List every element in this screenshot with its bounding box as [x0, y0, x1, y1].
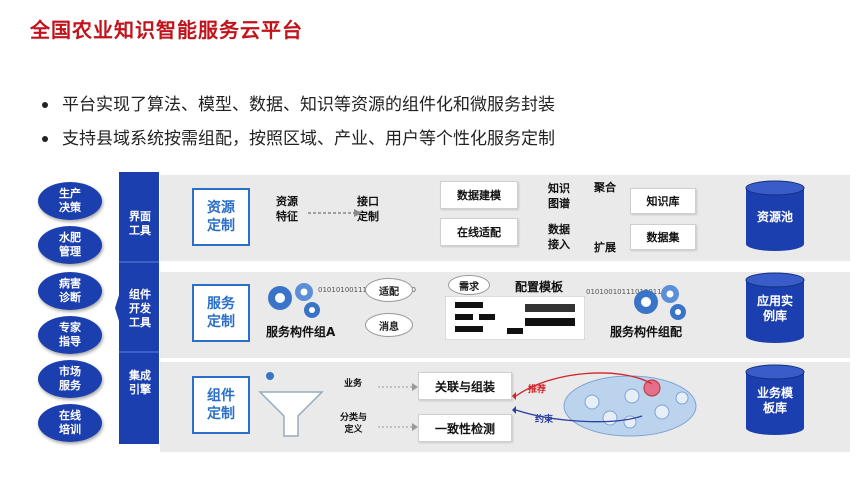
resource-feature-label: 资源 特征 — [276, 195, 298, 223]
page-title: 全国农业知识智能服务云平台 — [30, 18, 303, 42]
service-ellipse-expert[interactable]: 专家 指导 — [38, 316, 102, 354]
data-access-label: 数据 接入 — [548, 223, 570, 251]
tool-label-component-dev: 组件 开发 工具 — [129, 288, 151, 329]
knowledge-base-box: 知识库 — [630, 188, 696, 214]
gears-icon — [634, 285, 686, 320]
adapt-pill: 适配 — [365, 278, 413, 302]
bullet-dot-icon — [42, 136, 48, 142]
cylinder-app-instance — [745, 272, 805, 343]
arrow-icon — [308, 209, 362, 217]
service-ellipse-disease[interactable]: 病害 诊断 — [38, 272, 102, 310]
resource-pool-label: 资源池 — [756, 210, 793, 224]
data-modeling-box: 数据建模 — [440, 181, 518, 209]
flow-arrows — [378, 383, 418, 431]
category-component-custom: 组件 定制 — [192, 376, 250, 434]
aggregate-label: 聚合 — [594, 181, 616, 194]
recommend-label: 推荐 — [528, 385, 547, 395]
category-service-custom: 服务 定制 — [192, 284, 250, 342]
knowledge-cloud-diagram — [512, 372, 697, 437]
constraint-label: 约束 — [535, 415, 554, 425]
dataset-box: 数据集 — [630, 224, 696, 250]
cylinder-business-template — [745, 364, 805, 435]
service-ellipse-water-fertilizer[interactable]: 水肥 管理 — [38, 226, 102, 264]
service-ellipse-market[interactable]: 市场 服务 — [38, 360, 102, 398]
bullet-item-1: 平台实现了算法、模型、数据、知识等资源的组件化和微服务封装 — [42, 90, 555, 115]
consistency-check-box: 一致性检测 — [418, 414, 512, 442]
binary-stream-b: 010100101110100110 — [586, 288, 667, 296]
demand-pill: 需求 — [448, 275, 490, 295]
bullet-text: 平台实现了算法、模型、数据、知识等资源的组件化和微服务封装 — [62, 95, 555, 115]
tool-column-shape — [115, 172, 159, 444]
knowledge-graph-label: 知识 图谱 — [548, 182, 570, 210]
expand-label: 扩展 — [594, 241, 616, 254]
component-assembly-label: 服务构件组配 — [610, 325, 683, 339]
business-label: 业务 — [344, 379, 363, 389]
bullet-text: 支持县域系统按需组配，按照区域、产业、用户等个性化服务定制 — [62, 129, 555, 149]
tool-label-interface: 界面 工具 — [129, 210, 151, 237]
associate-assemble-box: 关联与组装 — [418, 372, 512, 400]
tool-label-integration-engine: 集成 引擎 — [129, 369, 151, 396]
app-instance-label: 应用实 例库 — [756, 294, 793, 323]
message-pill: 消息 — [365, 313, 413, 337]
funnel-icon — [258, 372, 324, 437]
bullet-item-2: 支持县域系统按需组配，按照区域、产业、用户等个性化服务定制 — [42, 124, 555, 149]
service-ellipse-production[interactable]: 生产 决策 — [38, 182, 102, 220]
config-template-diagram — [445, 296, 585, 340]
cylinder-resource-pool — [745, 180, 805, 251]
category-resource-custom: 资源 定制 — [192, 188, 250, 246]
component-group-a-label: 服务构件组A — [266, 325, 336, 339]
config-template-label: 配置模板 — [515, 280, 564, 294]
online-adapt-box: 在线适配 — [440, 218, 518, 246]
interface-custom-label: 接口 定制 — [357, 195, 379, 223]
business-template-label: 业务模 板库 — [756, 386, 793, 415]
service-ellipse-training[interactable]: 在线 培训 — [38, 404, 102, 442]
gears-icon — [268, 283, 320, 318]
classify-define-label: 分类与 定义 — [340, 413, 368, 435]
bullet-dot-icon — [42, 102, 48, 108]
